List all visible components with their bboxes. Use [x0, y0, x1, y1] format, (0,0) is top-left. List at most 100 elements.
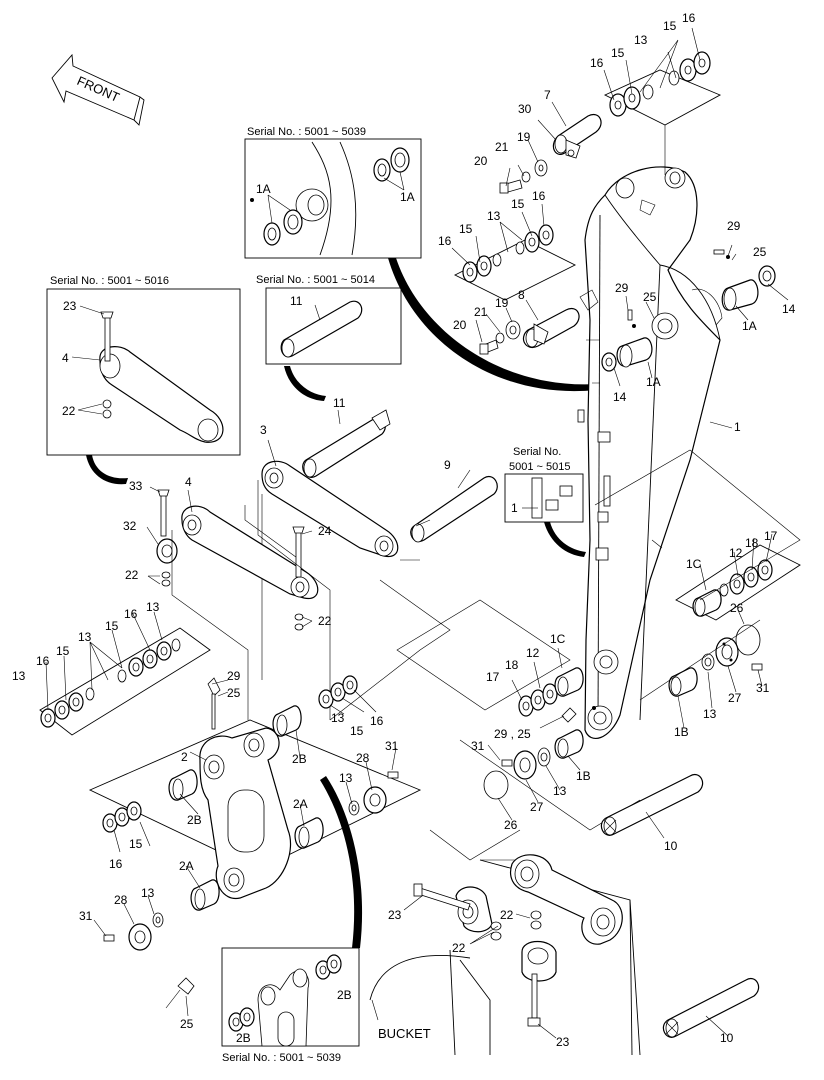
callout-1C: 1C [550, 632, 566, 646]
callout-31: 31 [756, 681, 770, 695]
callout-29: 29 [615, 281, 629, 295]
leader-inset-pin11 [284, 366, 326, 401]
callout-23: 23 [388, 908, 402, 922]
callout-17: 17 [764, 529, 778, 543]
callout-2: 2 [181, 750, 188, 764]
leader-lines [45, 27, 789, 1039]
callout-1A: 1A [400, 190, 415, 204]
inset-link-4: Serial No. : 5001 ~ 5016 23 4 22 [46, 275, 241, 456]
callout-2A: 2A [293, 797, 308, 811]
pin-10-lower [662, 978, 760, 1038]
callout-29: 29 [727, 219, 741, 233]
callout-26: 26 [730, 601, 744, 615]
callout-22: 22 [125, 568, 139, 582]
callout-1: 1 [511, 501, 518, 515]
callout-13: 13 [703, 707, 717, 721]
callout-21: 21 [495, 140, 509, 154]
pin-11 [302, 409, 391, 478]
inset-boom-top: Serial No. : 5001 ~ 5039 1A 1A [244, 126, 422, 259]
callout-15: 15 [105, 619, 119, 633]
callout-16: 16 [532, 189, 546, 203]
bolt-washer-set-mid [479, 320, 521, 355]
inset-bracket-serial-1: Serial No. [513, 446, 561, 458]
callout-17: 17 [486, 670, 500, 684]
inset-pin-11: Serial No. : 5001 ~ 5014 11 [256, 274, 402, 365]
leader-inset-link2 [320, 776, 363, 948]
callout-3: 3 [260, 423, 267, 437]
grease-fittings-boom [627, 249, 730, 328]
link-2 [88, 677, 422, 899]
callout-18: 18 [745, 536, 759, 550]
callout-31: 31 [471, 739, 485, 753]
callout-21: 21 [474, 305, 488, 319]
callout-13: 13 [339, 771, 353, 785]
pin-9 [410, 476, 498, 543]
shim-group-boom-bottom [483, 667, 596, 800]
callout-22: 22 [500, 908, 514, 922]
retainer-set-right [668, 624, 763, 697]
callout-15: 15 [611, 46, 625, 60]
callout-18: 18 [505, 658, 519, 672]
callout-27: 27 [728, 691, 742, 705]
callout-27: 27 [530, 800, 544, 814]
inset-bracket: Serial No. 5001 ~ 5015 1 [504, 446, 584, 523]
callout-31: 31 [79, 909, 93, 923]
callout-1B: 1B [674, 725, 689, 739]
callout-8: 8 [518, 288, 525, 302]
callout-13: 13 [12, 669, 26, 683]
callout-19: 19 [495, 296, 509, 310]
shim-group-mid [453, 224, 577, 301]
callout-4: 4 [62, 351, 69, 365]
callout-13: 13 [487, 209, 501, 223]
shims-link2 [102, 675, 399, 995]
callout-15: 15 [663, 19, 677, 33]
callout-25: 25 [227, 686, 241, 700]
callout-28: 28 [114, 893, 128, 907]
pin-10-upper [600, 774, 704, 836]
callout-24: 24 [318, 524, 332, 538]
boom-arm [577, 166, 723, 740]
callout-29-25: 29 , 25 [494, 727, 531, 741]
callout-11: 11 [333, 396, 346, 410]
callout-25: 25 [753, 245, 767, 259]
callout-2A: 2A [179, 859, 194, 873]
callout-22: 22 [452, 941, 466, 955]
callout-26: 26 [504, 818, 518, 832]
front-arrow-icon: FRONT [51, 53, 145, 126]
callout-25: 25 [643, 290, 657, 304]
pin-7 [552, 114, 602, 159]
callout-33: 33 [129, 479, 143, 493]
callout-22: 22 [62, 404, 76, 418]
callout-1A: 1A [646, 375, 661, 389]
callout-2B: 2B [187, 813, 202, 827]
callout-10: 10 [664, 839, 678, 853]
callout-30: 30 [518, 102, 532, 116]
callout-14: 14 [613, 390, 627, 404]
callout-23: 23 [63, 299, 77, 313]
callouts: 16 15 13 15 16 7 30 19 21 20 16 15 13 15… [12, 11, 796, 1049]
callout-13: 13 [146, 600, 160, 614]
callout-15: 15 [129, 837, 143, 851]
inset-link4-serial: Serial No. : 5001 ~ 5016 [50, 275, 169, 287]
callout-1A: 1A [742, 319, 757, 333]
callout-2B: 2B [337, 988, 352, 1002]
callout-4: 4 [185, 475, 192, 489]
callout-13: 13 [553, 784, 567, 798]
callout-19: 19 [517, 130, 531, 144]
bolt-33-set [156, 489, 178, 587]
callout-10: 10 [720, 1031, 734, 1045]
callout-1A: 1A [256, 182, 271, 196]
callout-15: 15 [511, 197, 525, 211]
inset-boom-top-serial: Serial No. : 5001 ~ 5039 [247, 126, 366, 138]
callout-20: 20 [474, 154, 488, 168]
callout-22: 22 [318, 614, 332, 628]
bolt-24-set [292, 526, 305, 631]
callout-29: 29 [227, 669, 241, 683]
inset-link-2: Serial No. : 5001 ~ 5039 [221, 947, 360, 1064]
callout-14: 14 [782, 302, 796, 316]
callout-12: 12 [526, 646, 540, 660]
callout-15: 15 [459, 222, 473, 236]
callout-20: 20 [453, 318, 467, 332]
shim-group-left [39, 627, 211, 736]
